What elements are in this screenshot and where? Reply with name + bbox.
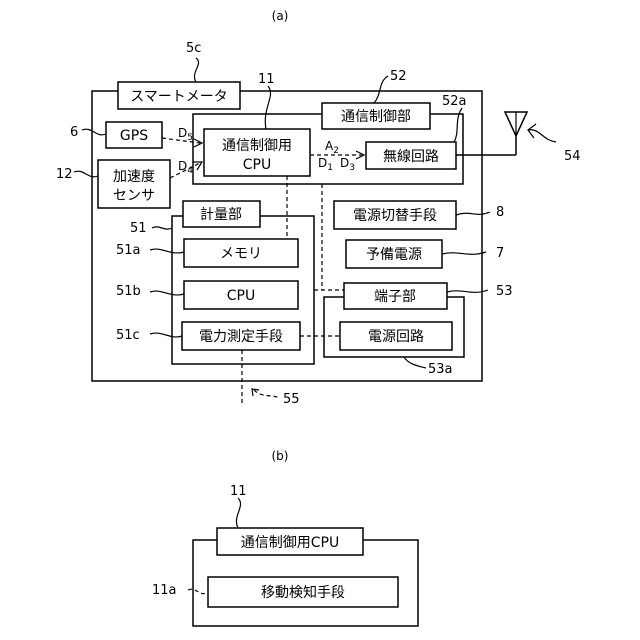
smart-meter-label: スマートメータ [130, 89, 228, 105]
ref-12: 12 [56, 167, 73, 182]
comm-control-label: 通信制御部 [341, 109, 411, 125]
ref-b-11a: 11a [152, 583, 177, 598]
power-measure-label: 電力測定手段 [199, 329, 283, 345]
ref-7: 7 [496, 246, 504, 261]
terminal-label: 端子部 [374, 289, 416, 305]
ref-8: 8 [496, 205, 504, 220]
power-circuit-label: 電源回路 [368, 329, 424, 345]
ref-52a: 52a [442, 94, 467, 109]
ref-51b: 51b [116, 284, 141, 299]
caption-b: (b) [272, 449, 289, 463]
power-switch-label: 電源切替手段 [353, 208, 437, 224]
metering-cpu-label: CPU [227, 288, 255, 304]
accel-sensor-line2: センサ [113, 188, 155, 204]
ref-53: 53 [496, 284, 513, 299]
ref-51c: 51c [116, 328, 140, 343]
backup-power-label: 予備電源 [366, 247, 422, 263]
ref-51: 51 [130, 221, 147, 236]
ref-51a: 51a [116, 243, 141, 258]
leader-55 [254, 390, 280, 398]
leader-b-11 [236, 498, 240, 528]
gps-label: GPS [120, 128, 148, 144]
leader-5c [194, 58, 198, 82]
memory-label: メモリ [220, 246, 262, 262]
motion-detect-label: 移動検知手段 [261, 584, 345, 601]
caption-a: (a) [272, 9, 289, 23]
ref-5c: 5c [186, 41, 201, 56]
ref-54: 54 [564, 149, 581, 164]
leader-55-arrow [252, 389, 259, 396]
ref-b-11: 11 [230, 484, 247, 499]
ref-55: 55 [283, 392, 300, 407]
comm-cpu-line1: 通信制御用 [222, 138, 292, 154]
accel-sensor-line1: 加速度 [113, 169, 155, 185]
ref-52: 52 [390, 69, 407, 84]
ref-53a: 53a [428, 362, 453, 377]
radio-circuit-label: 無線回路 [383, 149, 439, 165]
ref-11: 11 [258, 72, 275, 87]
comm-cpu-line2: CPU [243, 157, 271, 173]
ref-6: 6 [70, 125, 78, 140]
metering-label: 計量部 [200, 207, 242, 223]
cpu-b-label: 通信制御用CPU [241, 535, 339, 551]
